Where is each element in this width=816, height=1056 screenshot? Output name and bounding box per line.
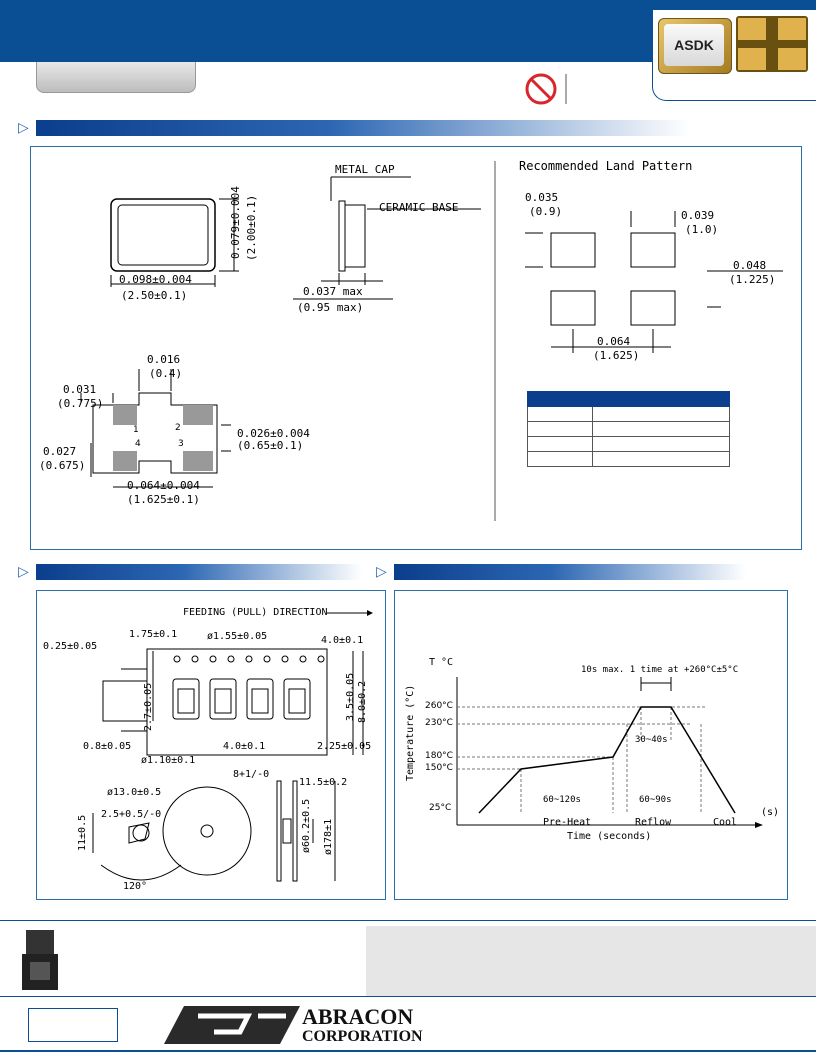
pin-1: 1	[133, 425, 139, 435]
land-b-inch: 0.039	[681, 209, 715, 222]
tape-dim-9: ø1.10±0.1	[141, 755, 196, 766]
pad-span-mm: (1.625±0.1)	[127, 493, 200, 506]
reel-dim-2: 2.5+0.5/-0	[101, 809, 162, 820]
ceramic-base-label: CERAMIC BASE	[379, 201, 459, 214]
socket-image	[22, 930, 58, 990]
phase-preheat: Pre-Heat	[543, 817, 592, 828]
pad-left-inch: 0.031	[63, 383, 97, 396]
tape-dim-6: 8.0±0.2	[357, 680, 368, 723]
no-lead-icon	[525, 73, 567, 105]
pad-h-mm: (0.675)	[39, 459, 86, 472]
land-d-mm: (1.625)	[593, 349, 640, 362]
thickness-mm: (0.95 max)	[297, 301, 364, 314]
tick-25: 25°C	[429, 803, 452, 813]
reel-dim-8: ø178±1	[323, 818, 334, 855]
reflow-x-unit: (s)	[761, 807, 780, 818]
width-inch: 0.098±0.004	[119, 273, 192, 286]
pad-gap-inch: 0.026±0.004	[237, 427, 310, 440]
land-c-mm: (1.225)	[729, 273, 776, 286]
reel-dim-6: 11.5±0.2	[299, 777, 348, 788]
land-table	[527, 391, 730, 467]
pad-top-mm: (0.4)	[149, 367, 183, 380]
tape-dim-3: ø1.55±0.05	[207, 631, 268, 642]
land-pattern-title: Recommended Land Pattern	[519, 159, 693, 173]
land-c-inch: 0.048	[733, 259, 767, 272]
company-name: ABRACON	[302, 1004, 414, 1029]
tape-dim-2: 1.75±0.1	[129, 629, 178, 640]
abracon-logo-icon	[164, 1006, 300, 1044]
tick-230: 230°C	[425, 718, 453, 728]
dimensions-panel: METAL CAP CERAMIC BASE 0.079±0.004 (2.00…	[30, 146, 802, 550]
header-tab	[36, 62, 196, 93]
reflow-note: 10s max. 1 time at +260°C±5°C	[581, 665, 739, 675]
section-bar-tape	[36, 564, 362, 580]
land-a-mm: (0.9)	[529, 205, 563, 218]
bottom-rule	[0, 1050, 816, 1052]
tick-150: 150°C	[425, 763, 453, 773]
section-bar-dimensions	[36, 120, 690, 136]
tape-dim-1: 0.25±0.05	[43, 641, 98, 652]
pin-2: 2	[175, 423, 181, 433]
reel-dim-5: 8+1/-0	[233, 769, 270, 780]
tape-dim-11: 2.25±0.05	[317, 741, 372, 752]
page-number-box	[28, 1008, 118, 1042]
reel-dim-4: 120°	[123, 881, 148, 892]
reflow-profile-chart	[456, 677, 763, 828]
land-b-mm: (1.0)	[685, 223, 719, 236]
section-arrow-icon: ▷	[376, 564, 387, 580]
section-arrow-icon: ▷	[18, 120, 29, 136]
crystal-chip-bottom-image	[736, 16, 808, 72]
reflow-y-unit: T °C	[429, 657, 454, 668]
pad-top-inch: 0.016	[147, 353, 181, 366]
reel-dim-3: 11±0.5	[77, 814, 88, 851]
tick-260: 260°C	[425, 701, 453, 711]
section-arrow-icon: ▷	[18, 564, 29, 580]
feeding-direction-label: FEEDING (PULL) DIRECTION	[183, 607, 328, 618]
land-a-inch: 0.035	[525, 191, 559, 204]
tick-180: 180°C	[425, 751, 453, 761]
footer-divider	[0, 920, 816, 921]
header-bar-right	[652, 0, 816, 10]
reel-dim-1: ø13.0±0.5	[107, 787, 162, 798]
pad-gap-mm: (0.65±0.1)	[237, 439, 304, 452]
reel-dim-7: ø60.2±0.5	[301, 798, 312, 853]
pad-span-inch: 0.064±0.004	[127, 479, 200, 492]
pin-3: 3	[178, 439, 184, 449]
reflow-ylabel: Temperature (°C)	[405, 684, 416, 781]
pin-4: 4	[135, 439, 141, 449]
header-bar	[0, 0, 652, 62]
company-suffix: CORPORATION	[302, 1028, 423, 1045]
span-reflow: 60~90s	[639, 795, 672, 805]
metal-cap-label: METAL CAP	[335, 163, 395, 176]
tape-dim-7: 2.7±0.05	[143, 682, 154, 731]
thickness-inch: 0.037 max	[303, 285, 363, 298]
tape-dim-10: 4.0±0.1	[223, 741, 266, 752]
pad-h-inch: 0.027	[43, 445, 77, 458]
pad-left-mm: (0.775)	[57, 397, 104, 410]
land-d-inch: 0.064	[597, 335, 631, 348]
footer-info-box	[366, 926, 816, 996]
height-inch: 0.079±0.004	[229, 186, 242, 259]
reflow-xlabel: Time (seconds)	[567, 831, 652, 842]
phase-cool: Cool	[713, 817, 738, 828]
width-mm: (2.50±0.1)	[121, 289, 188, 302]
tape-reel-panel: FEEDING (PULL) DIRECTION 0.25±0.05 1.75±…	[36, 590, 386, 900]
span-reflow-top: 30~40s	[635, 735, 668, 745]
tape-dim-5: 3.5±0.05	[345, 672, 356, 721]
footer-divider-2	[0, 996, 816, 997]
section-bar-reflow	[394, 564, 746, 580]
span-preheat: 60~120s	[543, 795, 581, 805]
height-mm: (2.00±0.1)	[245, 194, 258, 261]
tape-dim-8: 0.8±0.05	[83, 741, 132, 752]
phase-reflow: Reflow	[635, 817, 672, 828]
tape-dim-4: 4.0±0.1	[321, 635, 364, 646]
reflow-panel: T °C Temperature (°C) 10s max. 1 time at…	[394, 590, 788, 900]
crystal-chip-label: ASDK	[664, 24, 724, 66]
